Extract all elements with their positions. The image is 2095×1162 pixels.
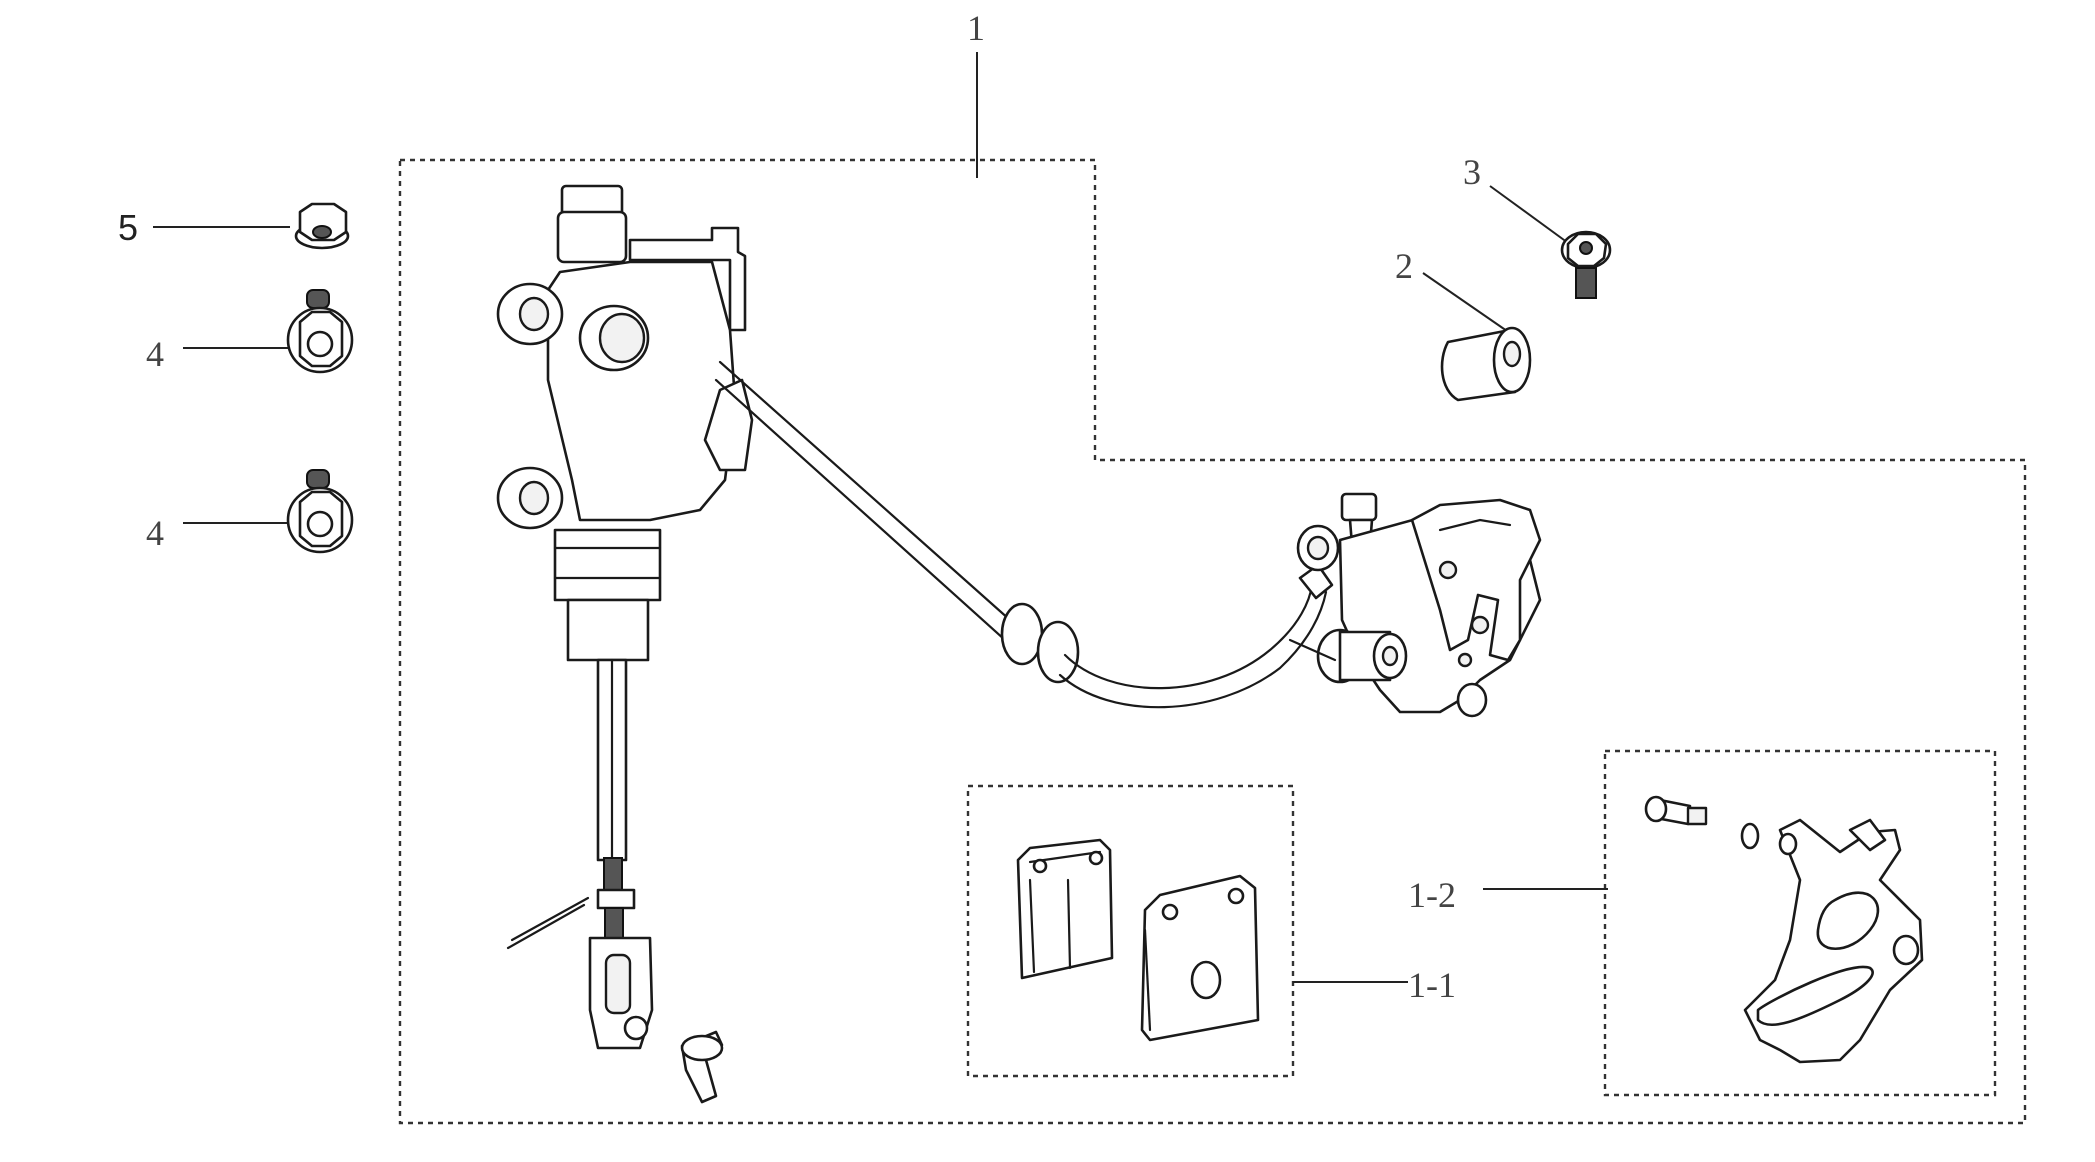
assembly-1-outline bbox=[398, 158, 2027, 1125]
brake-pad-subassembly-outline bbox=[966, 784, 1295, 1078]
callout-2: 2 bbox=[1395, 246, 1413, 286]
callout-1-2: 1-2 bbox=[1408, 875, 1456, 915]
brake-caliper-part bbox=[1288, 492, 1542, 718]
master-cylinder-part bbox=[496, 184, 754, 1104]
screw-part bbox=[1560, 230, 1612, 299]
callout-4-lower: 4 bbox=[146, 513, 164, 553]
flange-nut-part bbox=[294, 202, 350, 250]
leader-3 bbox=[1489, 185, 1576, 249]
bolt-part-upper bbox=[286, 289, 354, 374]
brake-hose-part bbox=[714, 360, 1334, 709]
callout-3: 3 bbox=[1463, 152, 1481, 192]
callout-5: 5 bbox=[118, 207, 138, 248]
caliper-bracket-part bbox=[1644, 795, 1924, 1064]
rubber-boot-part bbox=[1440, 326, 1532, 402]
callout-4-upper: 4 bbox=[146, 334, 164, 374]
leader-2 bbox=[1422, 272, 1521, 341]
callout-1: 1 bbox=[967, 8, 985, 48]
callout-1-1: 1-1 bbox=[1408, 965, 1456, 1005]
brake-pads-part bbox=[1016, 838, 1260, 1042]
bracket-subassembly-outline bbox=[1603, 749, 1997, 1097]
bolt-part-lower bbox=[286, 469, 354, 554]
